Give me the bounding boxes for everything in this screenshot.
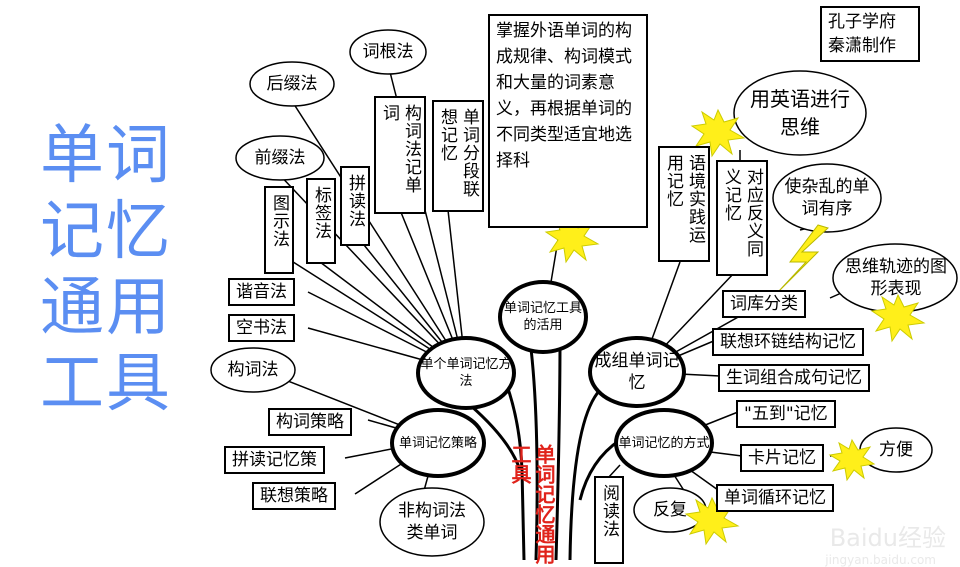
circle-single: 单个单词记忆方法 [416, 336, 516, 410]
cloud-order: 使杂乱的单词有序 [784, 177, 870, 219]
cloud-convenient: 方便 [879, 440, 913, 460]
box-spelling-strategy: 拼读记忆策 [224, 446, 325, 474]
box-label: 标签法 [306, 178, 336, 264]
box-formation-memory: 构词法记单词 [374, 96, 426, 214]
cloud-shape [349, 29, 427, 75]
box-card: 卡片记忆 [740, 444, 824, 472]
box-context: 语境实践运用记忆 [658, 146, 710, 262]
title-line: 单词 [40, 119, 172, 193]
box-antonym: 对应反义同义记忆 [716, 160, 768, 276]
credit-line: 孔子学府 [828, 12, 896, 32]
main-title: 单词 记忆 通用 工具 [40, 118, 190, 422]
box-formation-strategy: 构词策略 [268, 408, 352, 436]
cloud-word-formation: 构词法 [227, 360, 279, 380]
watermark-url: jingyan.baidu.com [825, 553, 936, 567]
box-air-writing: 空书法 [228, 314, 295, 342]
cloud-review: 反复 [653, 500, 687, 520]
title-line: 通用 [40, 271, 172, 345]
lightning-icon [777, 224, 829, 293]
box-five-to: "五到"记忆 [736, 400, 836, 428]
title-line: 工具 [40, 347, 172, 421]
circle-group: 成组单词记忆 [588, 336, 686, 408]
cloud-english-thinking: 用英语进行思维 [750, 87, 850, 139]
circle-tools: 单词记忆工具的活用 [498, 280, 588, 354]
cloud-graphic: 思维轨迹的图形表现 [845, 257, 947, 299]
box-spelling: 拼读法 [340, 166, 370, 246]
trunk-label: 单词记忆通用工具 [508, 444, 556, 564]
title-line: 记忆 [40, 195, 172, 269]
cloud-root-method: 词根法 [362, 42, 414, 62]
box-association-strategy: 联想策略 [252, 482, 336, 510]
cloud-non-formation: 非构词法类单词 [398, 501, 466, 543]
box-vocab-category: 词库分类 [722, 290, 806, 318]
circle-ways: 单词记忆的方式 [614, 408, 714, 478]
cloud-suffix: 后缀法 [266, 74, 318, 94]
watermark-text: Baidu经验 [829, 524, 946, 552]
box-homophone: 谐音法 [228, 278, 295, 306]
box-diagram: 图示法 [264, 186, 294, 274]
credit-box: 孔子学府 秦潇制作 [820, 6, 920, 62]
cloud-prefix: 前缀法 [254, 148, 306, 168]
circle-strategy: 单词记忆策略 [390, 408, 486, 478]
box-segment: 单词分段联想记忆 [432, 100, 484, 212]
box-reading: 阅读法 [594, 476, 624, 564]
box-chain: 联想环链结构记忆 [712, 328, 864, 356]
box-cycle: 单词循环记忆 [716, 484, 834, 512]
paragraph-box: 掌握外语单词的构成规律、构词模式和大量的词素意义，再根据单词的不同类型适宜地选择… [488, 14, 648, 228]
box-phrase: 生词组合成句记忆 [718, 364, 870, 392]
credit-line: 秦潇制作 [828, 36, 896, 56]
